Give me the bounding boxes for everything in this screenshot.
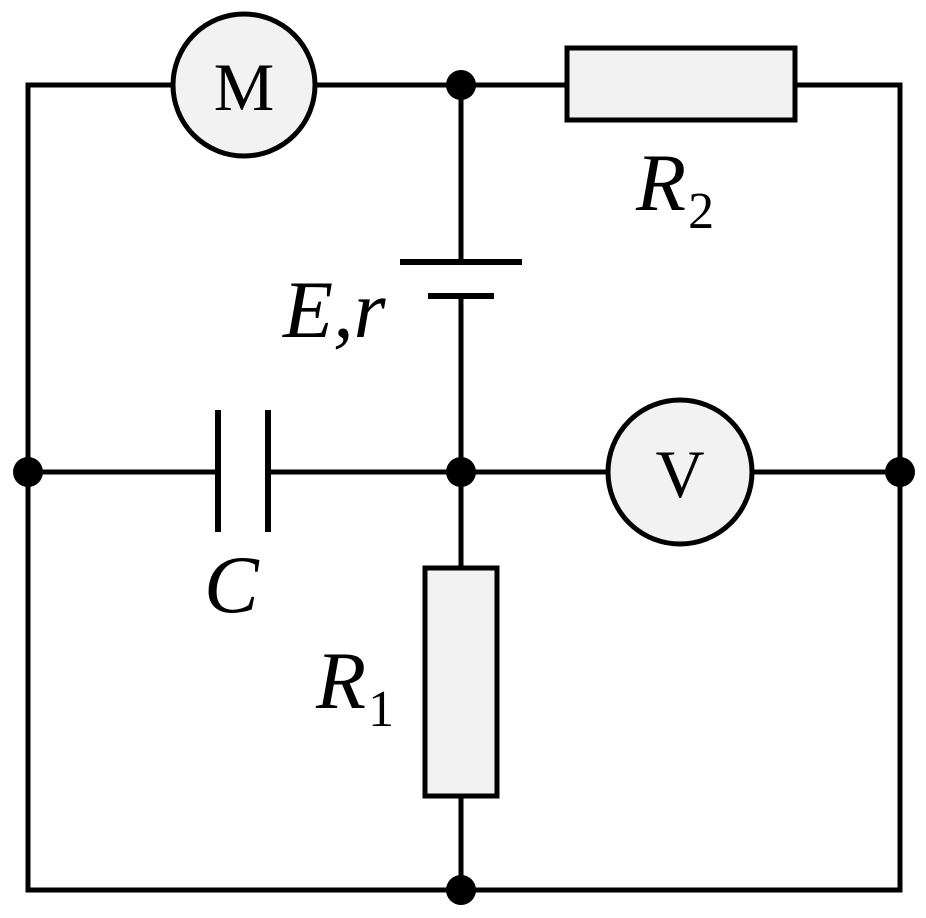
voltmeter-circle xyxy=(605,397,755,547)
resistor-r1-letter: R xyxy=(315,635,366,726)
voltmeter-symbol: V xyxy=(655,436,704,512)
resistor-r1-subscript: 1 xyxy=(368,681,394,738)
capacitor: C xyxy=(204,410,271,630)
motor: M xyxy=(170,11,318,159)
resistor-r2-label: R2 xyxy=(635,137,714,240)
resistor-r2: R2 xyxy=(564,45,798,240)
junction-node-mid-center xyxy=(446,457,476,487)
capacitor-label: C xyxy=(204,539,260,630)
resistor-r2-letter: R xyxy=(635,137,686,228)
voltmeter: V xyxy=(605,397,755,547)
resistor-r1-body xyxy=(422,565,500,799)
junction-node-top-center xyxy=(446,70,476,100)
resistor-r1-label: R1 xyxy=(315,635,394,738)
resistor-r1: R1 xyxy=(315,565,500,799)
resistor-r2-subscript: 2 xyxy=(688,183,714,240)
motor-circle xyxy=(170,11,318,159)
junction-node-mid-left xyxy=(13,457,43,487)
battery-label: E,r xyxy=(282,264,387,355)
battery: E,r xyxy=(282,259,522,355)
motor-symbol: M xyxy=(214,49,274,125)
junction-nodes xyxy=(13,70,915,905)
resistor-r2-body xyxy=(564,45,798,123)
junction-node-mid-right xyxy=(885,457,915,487)
junction-node-bottom-center xyxy=(446,875,476,905)
